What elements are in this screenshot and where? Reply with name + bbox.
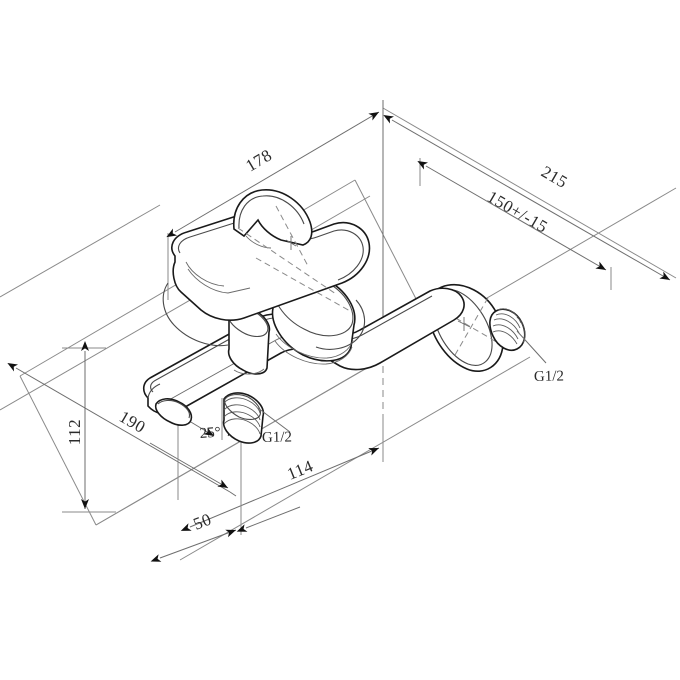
lever-rear-arch	[233, 189, 313, 249]
thread-leader-inlet: G1/2	[516, 330, 564, 385]
outlet-thread-grooves	[223, 397, 261, 435]
inlet-thread-grooves	[492, 308, 522, 345]
thread-label-inlet: G1/2	[534, 368, 564, 385]
dimension-112: 112	[62, 341, 116, 513]
diverter-outlet-nub	[154, 398, 193, 426]
outlet-thread	[222, 392, 265, 444]
thread-label-outlet: G1/2	[262, 429, 292, 446]
mixer-base	[162, 282, 366, 350]
body-center-lines	[237, 205, 351, 312]
dimension-label-50: 50	[191, 510, 215, 534]
faucet-assembly	[142, 189, 526, 444]
dimension-label-112: 112	[65, 419, 84, 445]
dimension-label-angle: 25°	[199, 425, 221, 442]
thread-leader-outlet: G1/2	[257, 407, 292, 446]
